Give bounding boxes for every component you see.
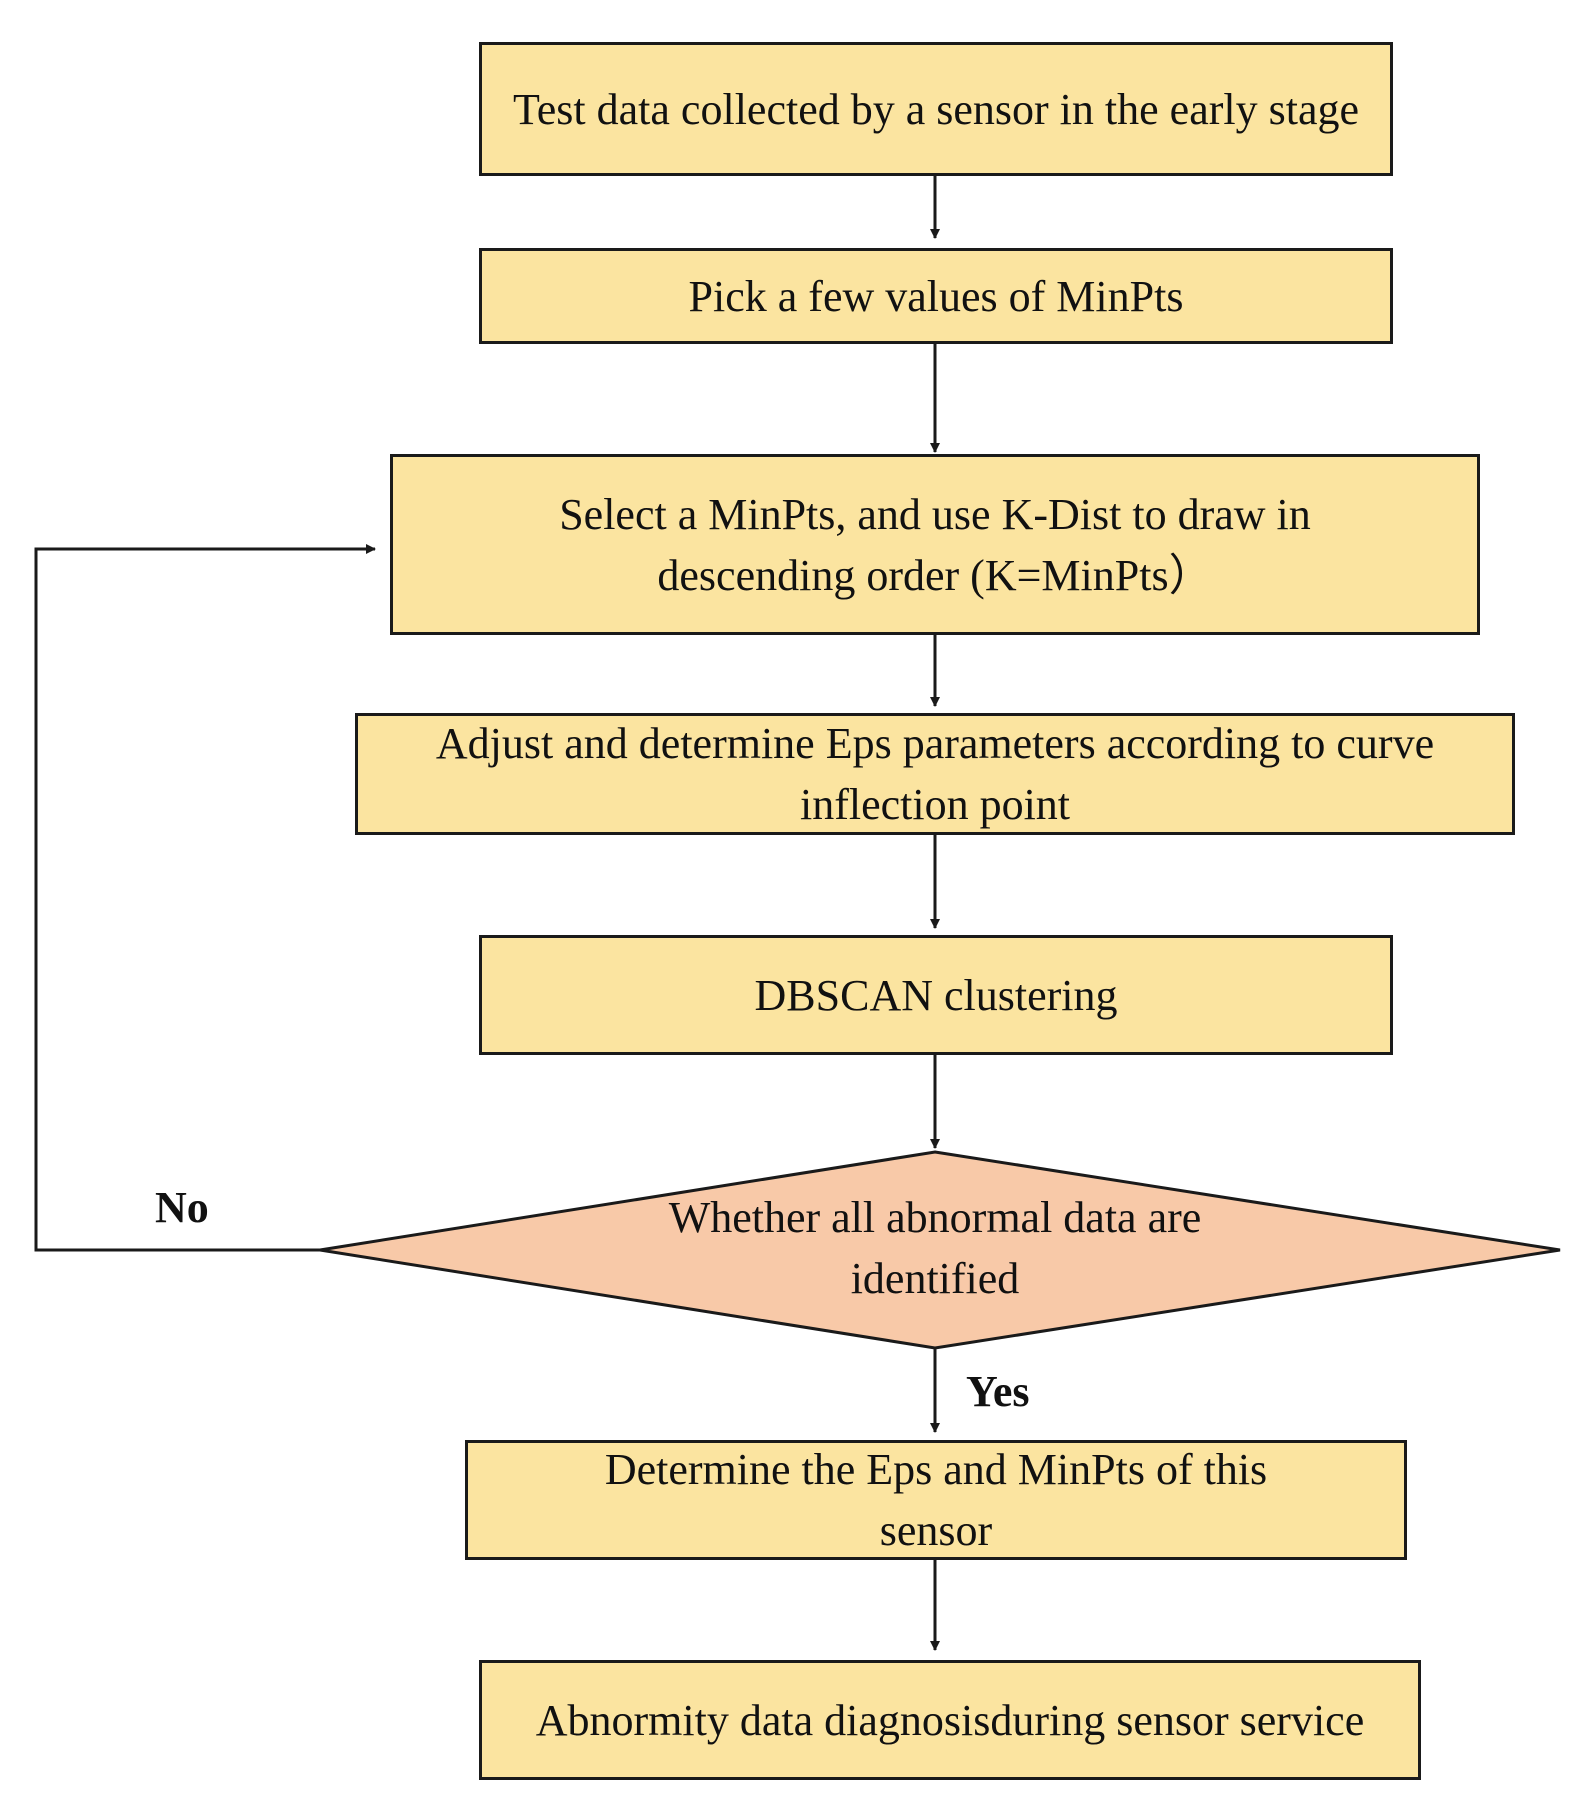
decision-diamond (319, 1150, 1561, 1350)
no-loop-connector (34, 544, 376, 1252)
step-pick-minpts-text: Pick a few values of MinPts (688, 271, 1184, 321)
no-label: No (155, 1183, 209, 1232)
step-test-data: Test data collected by a sensor in the e… (479, 42, 1393, 176)
step-select-minpts: Select a MinPts, and use K-Dist to draw … (390, 454, 1480, 635)
step-determine-eps-minpts-text: Determine the Eps and MinPts of this sen… (604, 1445, 1268, 1555)
step-determine-eps-minpts: Determine the Eps and MinPts of this sen… (465, 1440, 1407, 1560)
step-abnormity-diagnosis: Abnormity data diagnosisduring sensor se… (479, 1660, 1421, 1780)
step-adjust-eps: Adjust and determine Eps parameters acco… (355, 713, 1515, 835)
step-dbscan: DBSCAN clustering (479, 935, 1393, 1055)
yes-label: Yes (966, 1367, 1030, 1416)
step-adjust-eps-text: Adjust and determine Eps parameters acco… (435, 719, 1435, 829)
step-select-minpts-text: Select a MinPts, and use K-Dist to draw … (559, 489, 1311, 600)
step-dbscan-text: DBSCAN clustering (754, 970, 1118, 1020)
step-abnormity-diagnosis-text: Abnormity data diagnosisduring sensor se… (535, 1695, 1365, 1745)
decision-text: Whether all abnormal data are identified (668, 1193, 1202, 1303)
step-test-data-text: Test data collected by a sensor in the e… (512, 84, 1360, 134)
step-pick-minpts: Pick a few values of MinPts (479, 248, 1393, 344)
